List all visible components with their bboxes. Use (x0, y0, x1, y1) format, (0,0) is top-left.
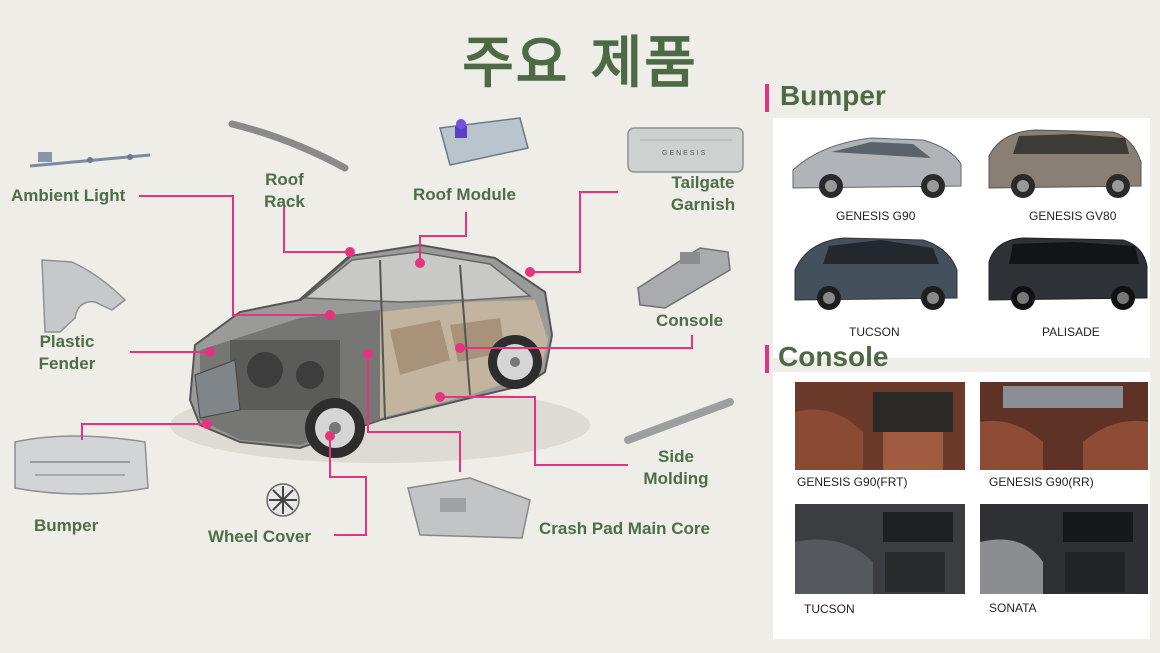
label-side-line2: Molding (643, 469, 709, 488)
photo-sonata-console (980, 504, 1148, 594)
label-roof-rack-line2: Rack (264, 192, 305, 211)
caption-palisade: PALISADE (1042, 325, 1100, 339)
label-plastic-line1: Plastic (39, 332, 95, 351)
car-photo-tucson (794, 237, 958, 310)
console-panel: GENESIS G90(FRT) GENESIS G90(RR) TUCSON … (773, 372, 1150, 639)
roof-module-image (439, 117, 529, 166)
bumper-image (14, 435, 149, 495)
caption-sonata: SONATA (989, 601, 1037, 615)
svg-text:GENESIS: GENESIS (662, 150, 707, 157)
caption-genesis-g90: GENESIS G90 (836, 209, 916, 223)
bumper-heading-bar (765, 84, 769, 112)
car-photo-palisade (988, 237, 1148, 310)
label-tailgate-line1: Tailgate (671, 173, 735, 192)
console-heading: Console (778, 341, 889, 372)
console-heading-bar (765, 345, 769, 373)
caption-console-tucson: TUCSON (804, 602, 855, 616)
label-side-line1: Side (658, 447, 694, 466)
car-photo-gv80 (988, 129, 1142, 198)
label-plastic-fender: Plastic Fender (32, 331, 102, 375)
label-wheel-cover: Wheel Cover (208, 527, 311, 546)
wheel-cover-image (266, 483, 300, 517)
label-tailgate-garnish: Tailgate Garnish (660, 172, 746, 216)
car-diagram: GENESIS (14, 117, 744, 539)
caption-g90-frt: GENESIS G90(FRT) (797, 475, 908, 489)
console-image (637, 247, 731, 309)
crash-pad-image (407, 477, 531, 539)
leader-dots (202, 247, 535, 441)
car-cutaway-image (188, 243, 554, 458)
ambient-light-image (29, 152, 151, 168)
label-bumper: Bumper (34, 516, 99, 535)
bumper-heading: Bumper (780, 80, 886, 111)
label-roof-rack-line1: Roof (265, 170, 304, 189)
photo-g90-front-console (795, 382, 965, 470)
side-molding-image (624, 398, 734, 444)
plastic-fender-image (41, 259, 127, 333)
label-tailgate-line2: Garnish (670, 195, 736, 214)
photo-tucson-console (795, 504, 965, 594)
console-photos (795, 382, 1148, 594)
label-ambient-light: Ambient Light (11, 186, 126, 205)
label-roof-module: Roof Module (413, 185, 516, 204)
label-console: Console (656, 311, 724, 330)
caption-tucson: TUCSON (849, 325, 900, 339)
bumper-car-photos (792, 129, 1148, 310)
tailgate-garnish-image: GENESIS (627, 127, 744, 173)
label-roof-rack: Roof Rack (257, 169, 312, 213)
caption-genesis-gv80: GENESIS GV80 (1029, 209, 1117, 223)
leader-lines (81, 191, 693, 536)
label-crash-pad: Crash Pad Main Core (539, 519, 710, 538)
roof-rack-image (228, 120, 349, 172)
label-side-molding: Side Molding (636, 446, 716, 490)
caption-g90-rr: GENESIS G90(RR) (989, 475, 1094, 489)
photo-g90-rear-console (980, 382, 1148, 470)
car-photo-g90 (792, 137, 962, 198)
bumper-panel: GENESIS G90 GENESIS GV80 TUCSON PALISADE (773, 118, 1150, 358)
page-title: 주요 제품 (462, 31, 698, 96)
label-plastic-line2: Fender (38, 354, 96, 373)
